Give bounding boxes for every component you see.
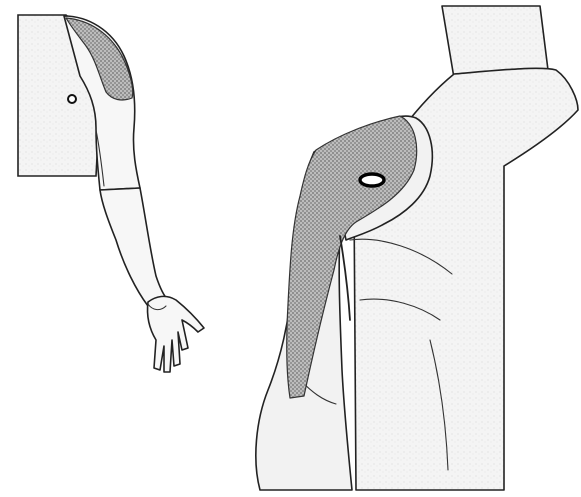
side-torso-view: [256, 6, 578, 490]
armpit-fold: [340, 236, 350, 320]
hand: [147, 296, 204, 372]
trigger-point-marker: [360, 174, 384, 186]
neck: [442, 6, 548, 78]
front-arm-view: [18, 15, 204, 372]
nipple-marker: [68, 95, 76, 103]
forearm: [100, 188, 168, 306]
